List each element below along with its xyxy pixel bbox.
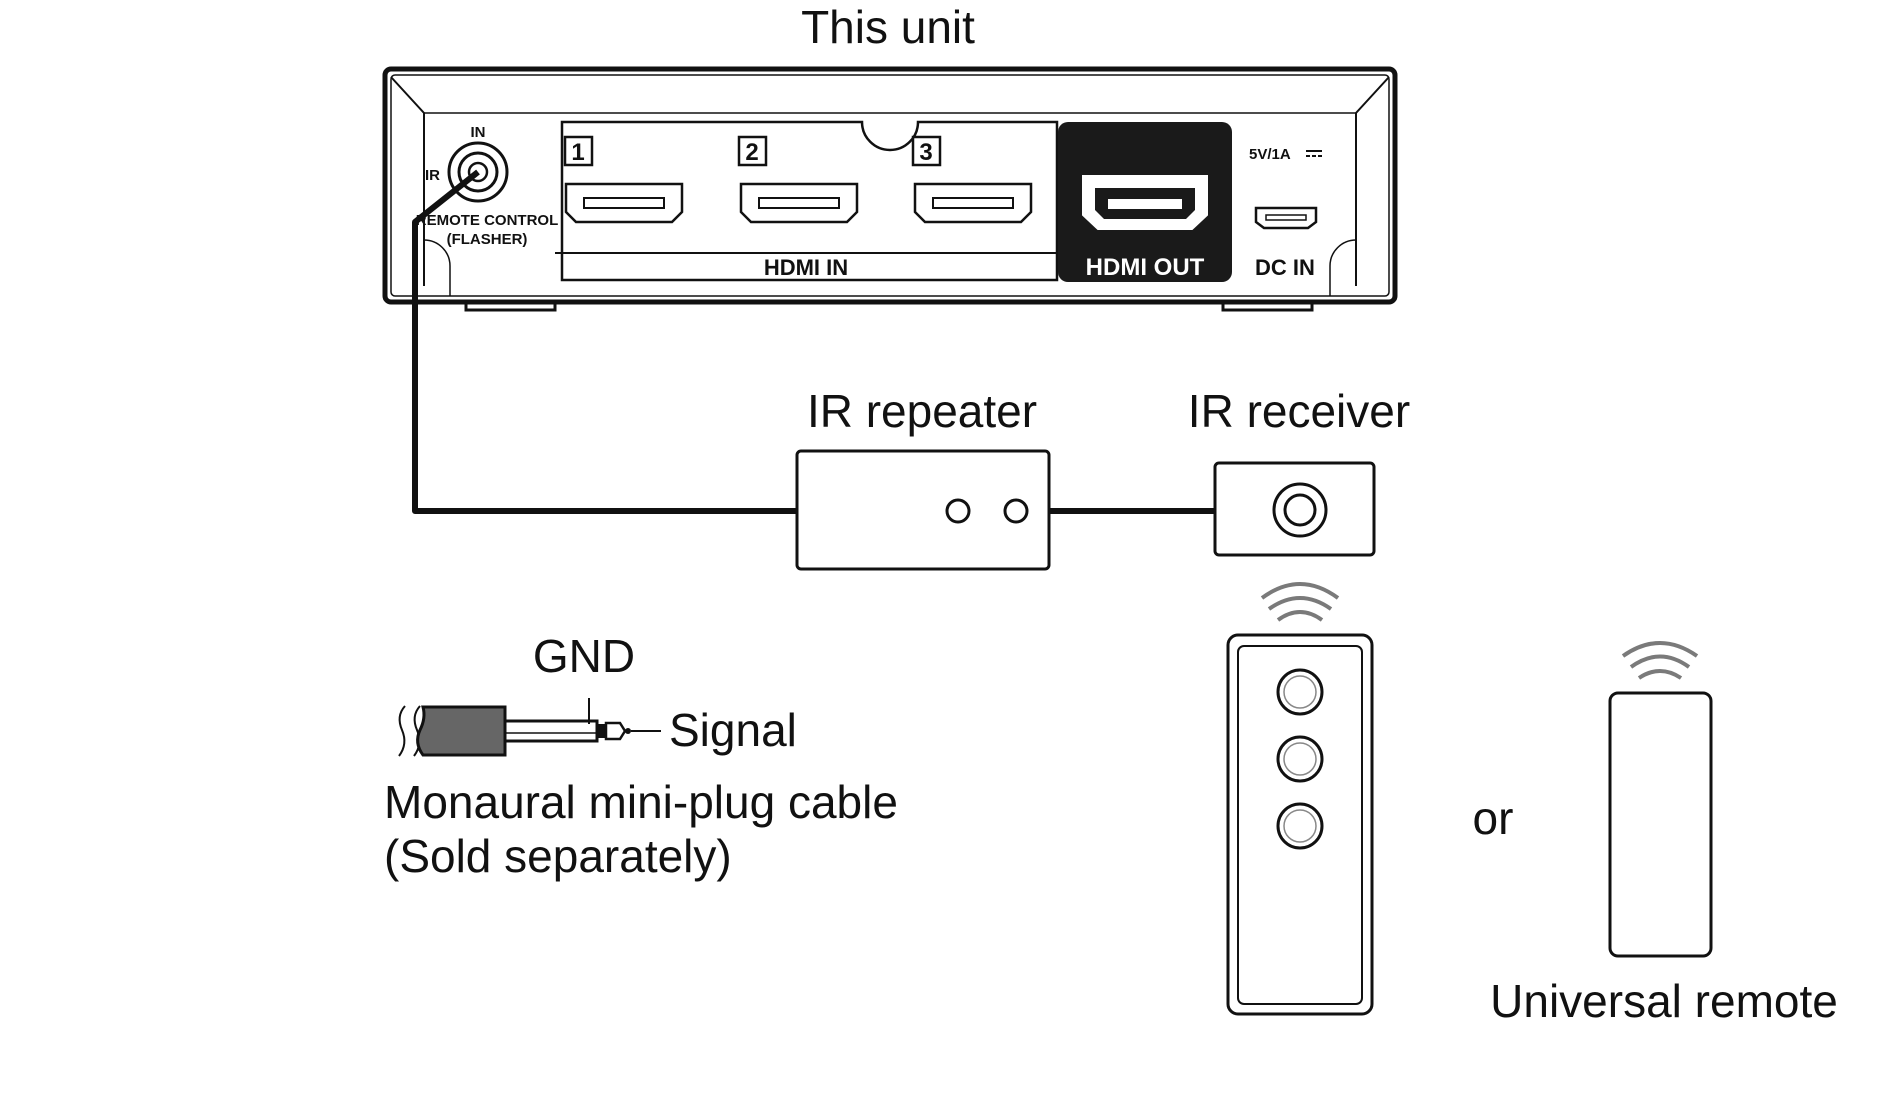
- ir-repeater-label: IR repeater: [807, 385, 1037, 437]
- ir-repeater: [795, 449, 1051, 571]
- hdmi-in-port-3-number: 3: [919, 139, 932, 166]
- gnd-label: GND: [533, 630, 635, 682]
- universal-remote-label: Universal remote: [1490, 975, 1838, 1027]
- flasher-label: (FLASHER): [447, 231, 528, 248]
- cable-description: Monaural mini-plug cable: [384, 776, 898, 828]
- remote-button-2: [1276, 735, 1324, 783]
- hdmi-in-port-1-number: 1: [571, 139, 584, 166]
- usb-port-icon: [1254, 206, 1318, 230]
- hdmi-in-port-1[interactable]: 1: [563, 135, 684, 224]
- or-label: or: [1473, 792, 1514, 844]
- ir-signal-waves-icon: [1260, 582, 1340, 622]
- hdmi-out-port[interactable]: HDMI OUT: [1058, 122, 1232, 282]
- ir-jack-icon: [447, 141, 509, 203]
- hdmi-in-label: HDMI IN: [764, 255, 848, 280]
- universal-remote-icon: [1608, 691, 1713, 958]
- ir-label: IR: [425, 167, 440, 184]
- unit-title: This unit: [801, 1, 975, 53]
- dc-symbol-icon: [1306, 150, 1322, 157]
- dc-in-port[interactable]: [1254, 206, 1318, 230]
- ir-in-jack[interactable]: [447, 141, 509, 203]
- hdmi-in-port-3[interactable]: 3: [911, 135, 1033, 224]
- remote-button-3: [1276, 802, 1324, 850]
- hdmi-in-port-2-number: 2: [745, 139, 758, 166]
- hdmi-port-icon: [913, 182, 1033, 224]
- repeater-led-icon: [1003, 498, 1029, 524]
- dc-in-label: DC IN: [1255, 255, 1315, 280]
- hdmi-out-label: HDMI OUT: [1086, 254, 1205, 281]
- ir-signal-waves-icon: [1621, 641, 1699, 680]
- ir-receiver-label: IR receiver: [1188, 385, 1410, 437]
- hdmi-port-icon: [564, 182, 684, 224]
- mini-plug-icon: [398, 705, 631, 757]
- cable-sold-separately: (Sold separately): [384, 830, 732, 882]
- ir-cable: [412, 169, 797, 514]
- remote-button-1: [1276, 668, 1324, 716]
- remote-icon: [1226, 633, 1374, 1016]
- hdmi-port-icon: [739, 182, 859, 224]
- unit-rear-panel: [382, 66, 1398, 312]
- hdmi-in-group: [560, 120, 1059, 282]
- hdmi-in-port-2[interactable]: 2: [737, 135, 859, 224]
- repeater-led-icon: [945, 498, 971, 524]
- power-rating: 5V/1A: [1249, 146, 1291, 163]
- ir-receiver: [1213, 461, 1376, 557]
- signal-label: Signal: [669, 704, 797, 756]
- ir-in-label: IN: [471, 124, 486, 141]
- remote-control-label: REMOTE CONTROL: [416, 212, 559, 229]
- receiver-eye-icon: [1272, 482, 1328, 538]
